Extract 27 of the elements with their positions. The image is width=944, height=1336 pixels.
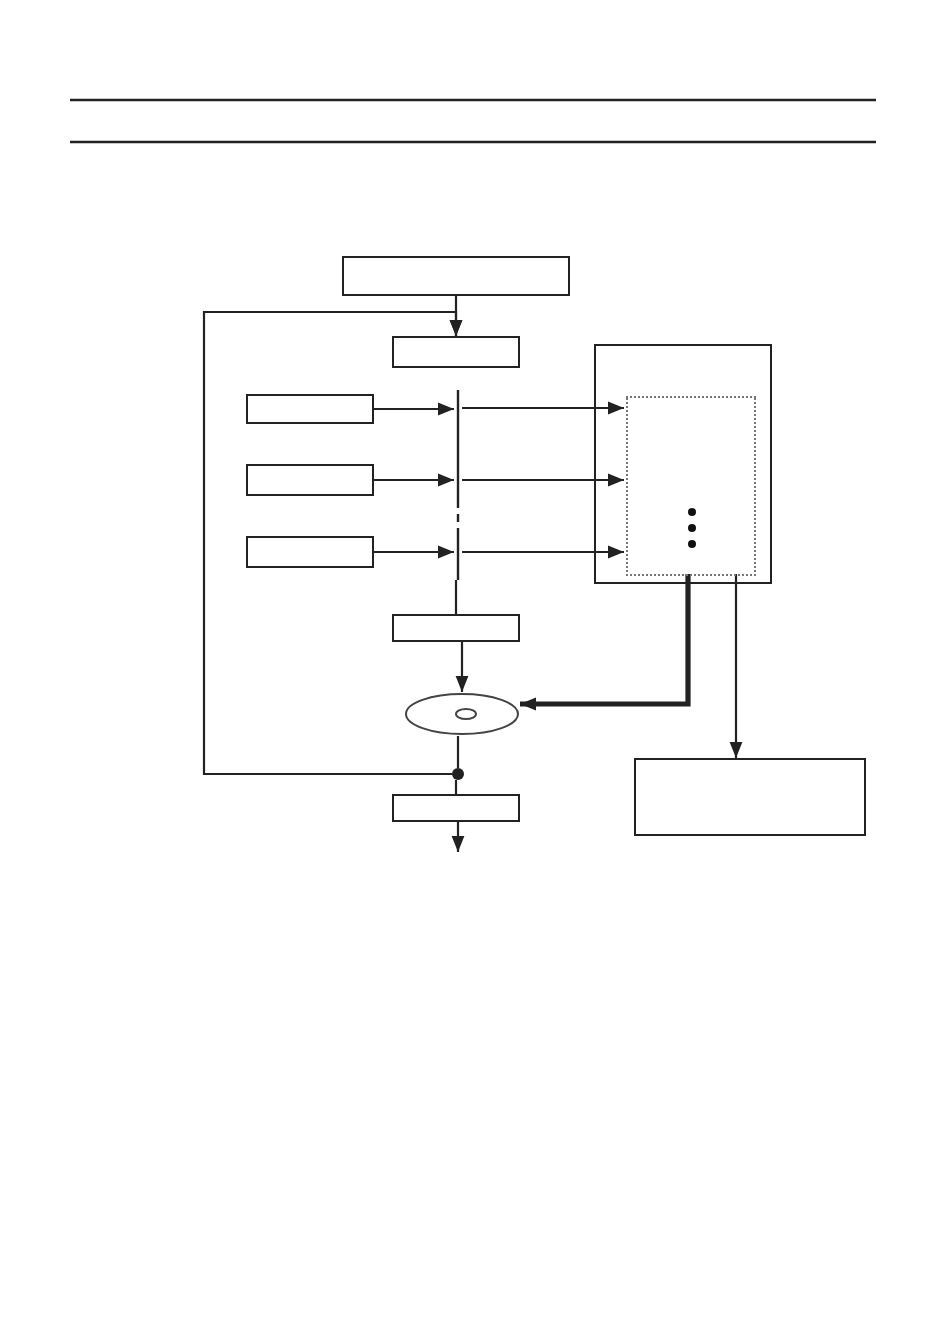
process-box [342, 256, 570, 296]
process-box [392, 336, 520, 368]
arrow [451, 822, 465, 852]
process-box [634, 758, 866, 836]
arrow [462, 545, 624, 559]
arrow [455, 642, 469, 692]
process-box [392, 794, 520, 822]
connector-line [454, 580, 458, 614]
bus-line [454, 390, 462, 580]
arrow [374, 402, 454, 416]
connector-line [454, 780, 458, 794]
arrow [202, 310, 463, 776]
process-box [246, 394, 374, 424]
arrow [462, 401, 624, 415]
arrow [374, 545, 454, 559]
arrow [374, 473, 454, 487]
connector-line [456, 736, 460, 768]
disc-icon [404, 692, 520, 736]
process-box [246, 536, 374, 568]
process-box [594, 344, 772, 584]
arrow [520, 574, 691, 711]
process-box [246, 464, 374, 496]
junction-dot [452, 768, 464, 780]
arrow [462, 473, 624, 487]
process-box [392, 614, 520, 642]
dotted-region [626, 396, 756, 576]
arrow [729, 574, 743, 758]
